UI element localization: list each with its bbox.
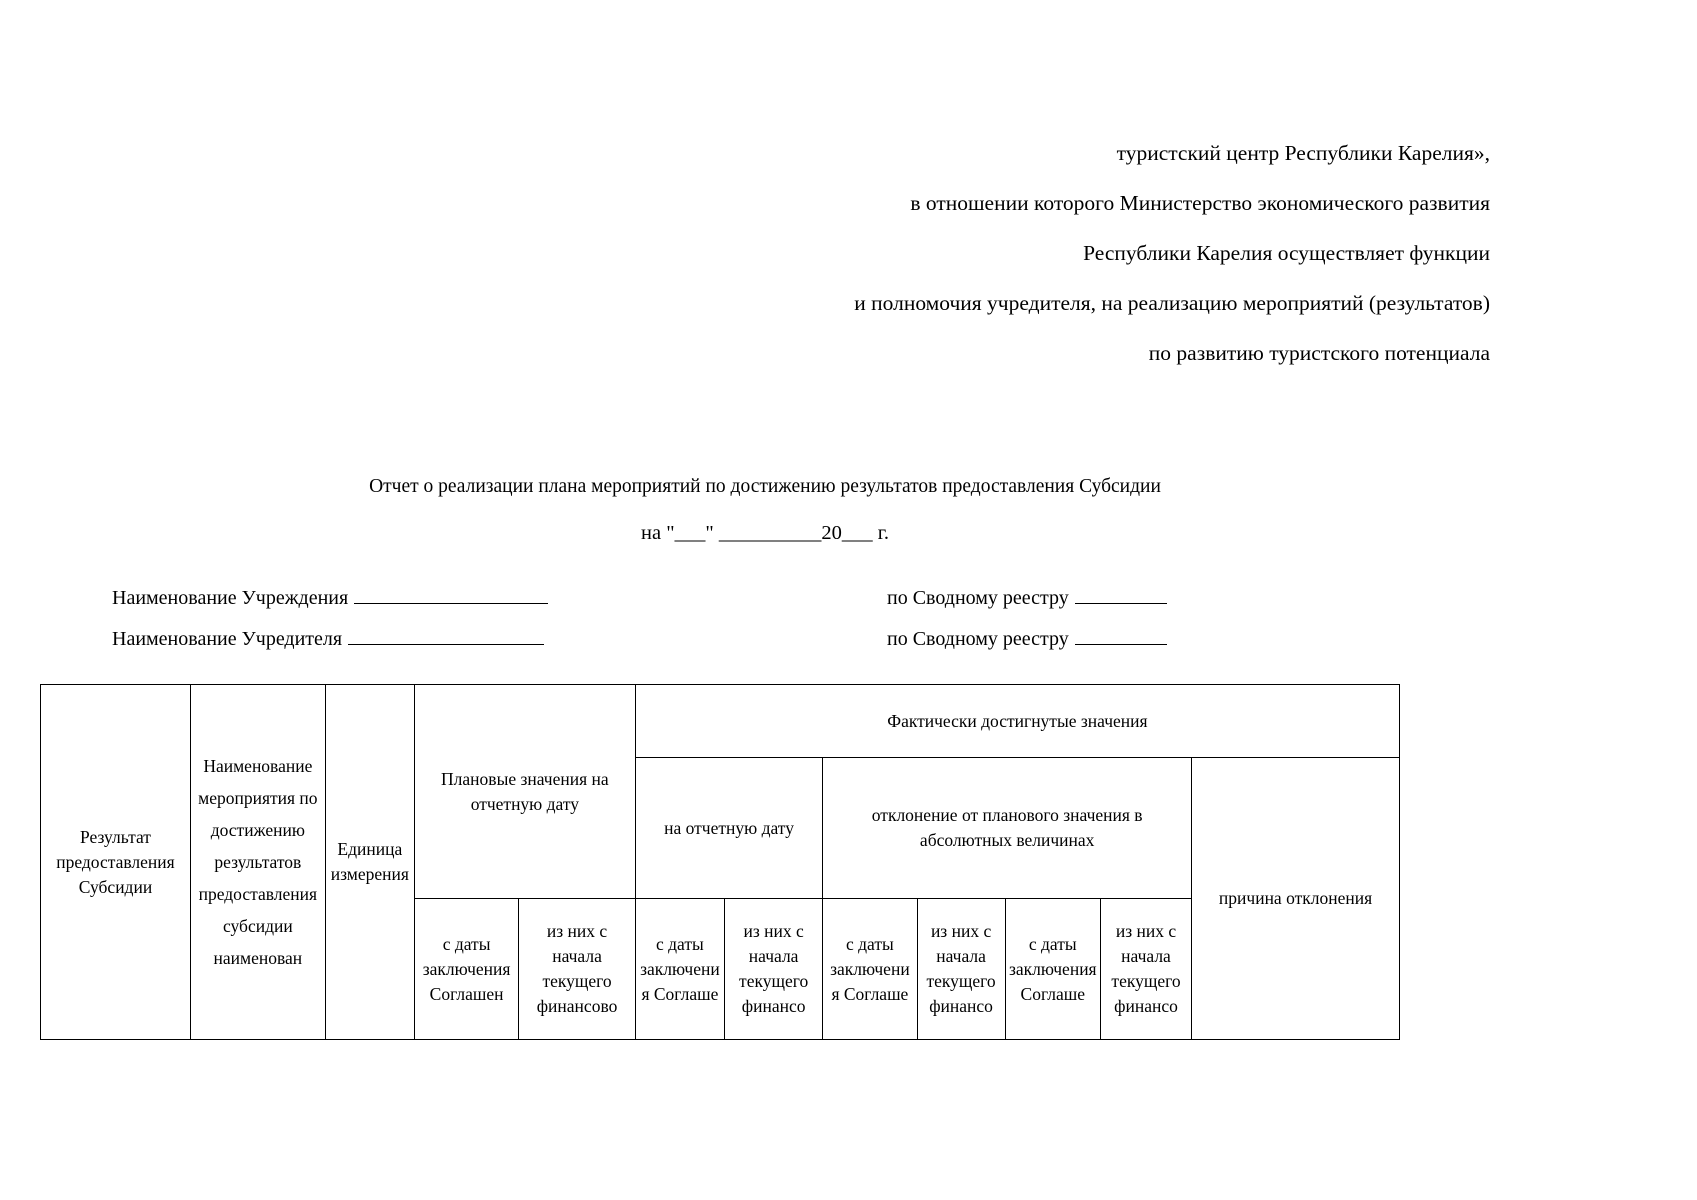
header-leaf-1: с даты заключения Соглашен [413, 898, 520, 1040]
header-leaf-3: с даты заключения Соглаше [634, 898, 725, 1040]
form-fields: Наименование Учреждения по Сводному реес… [112, 586, 1402, 668]
header-unit: Единица измерения [324, 684, 415, 1040]
preamble-line-5: по развитию туристского потенциала [1148, 341, 1490, 365]
page-title: Отчет о реализации плана мероприятий по … [369, 476, 1161, 497]
header-result: Результат предоставления Субсидии [40, 684, 191, 1040]
institution-label: Наименование Учреждения [112, 587, 349, 609]
header-fact-deviation: отклонение от планового значения в абсол… [822, 757, 1193, 899]
table-header-row-3: с даты заключения Соглашен из них с нача… [41, 898, 1400, 1040]
header-reason: причина отклонения [1191, 757, 1400, 1040]
institution-input[interactable] [354, 586, 549, 604]
institution-registry-input[interactable] [1074, 586, 1167, 604]
table-header-row-1: Результат предоставления Субсидии Наимен… [40, 684, 1401, 1040]
header-group-plan: Плановые значения на отчетную дату [413, 684, 636, 899]
header-leaf-4: из них с начала текущего финансо [723, 898, 824, 1040]
header-leaf-6: из них с начала текущего финансо [916, 898, 1006, 1040]
form-row-institution: Наименование Учреждения по Сводному реес… [112, 586, 1402, 627]
report-table-container: Результат предоставления Субсидии Наимен… [40, 684, 1401, 1040]
institution-registry-group: по Сводному реестру [887, 586, 1167, 610]
preamble-line-2: в отношении которого Министерство эконом… [910, 191, 1490, 215]
founder-registry-label: по Сводному реестру [887, 628, 1069, 650]
founder-registry-group: по Сводному реестру [887, 627, 1167, 651]
report-table: Результат предоставления Субсидии Наимен… [40, 684, 1401, 1040]
institution-label-group: Наименование Учреждения [112, 586, 549, 610]
form-row-founder: Наименование Учредителя по Сводному реес… [112, 627, 1402, 668]
report-date-line: на "___" __________20___ г. [641, 522, 889, 544]
header-leaf-8: из них с начала текущего финансо [1099, 898, 1193, 1040]
founder-registry-input[interactable] [1074, 627, 1167, 645]
institution-registry-label: по Сводному реестру [887, 587, 1069, 609]
preamble-block: туристский центр Республики Карелия», в … [620, 128, 1490, 378]
header-leaf-7: с даты заключения Соглаше [1004, 898, 1101, 1040]
header-leaf-2: из них с начала текущего финансово [518, 898, 636, 1040]
preamble-line-4: и полномочия учредителя, на реализацию м… [854, 291, 1490, 315]
header-measure-name: Наименование мероприятия по достижению р… [189, 684, 326, 1040]
table-header-row-2: на отчетную дату отклонение от планового… [41, 757, 1400, 1040]
header-leaf-5: с даты заключения Соглаше [822, 898, 918, 1040]
header-group-fact: Фактически достигнутые значения [634, 684, 1401, 758]
preamble-line-1: туристский центр Республики Карелия», [1116, 141, 1490, 165]
preamble-line-3: Республики Карелия осуществляет функции [1083, 241, 1490, 265]
founder-label: Наименование Учредителя [112, 628, 343, 650]
founder-input[interactable] [348, 627, 545, 645]
header-fact-report-date: на отчетную дату [634, 757, 824, 899]
founder-label-group: Наименование Учредителя [112, 627, 545, 651]
